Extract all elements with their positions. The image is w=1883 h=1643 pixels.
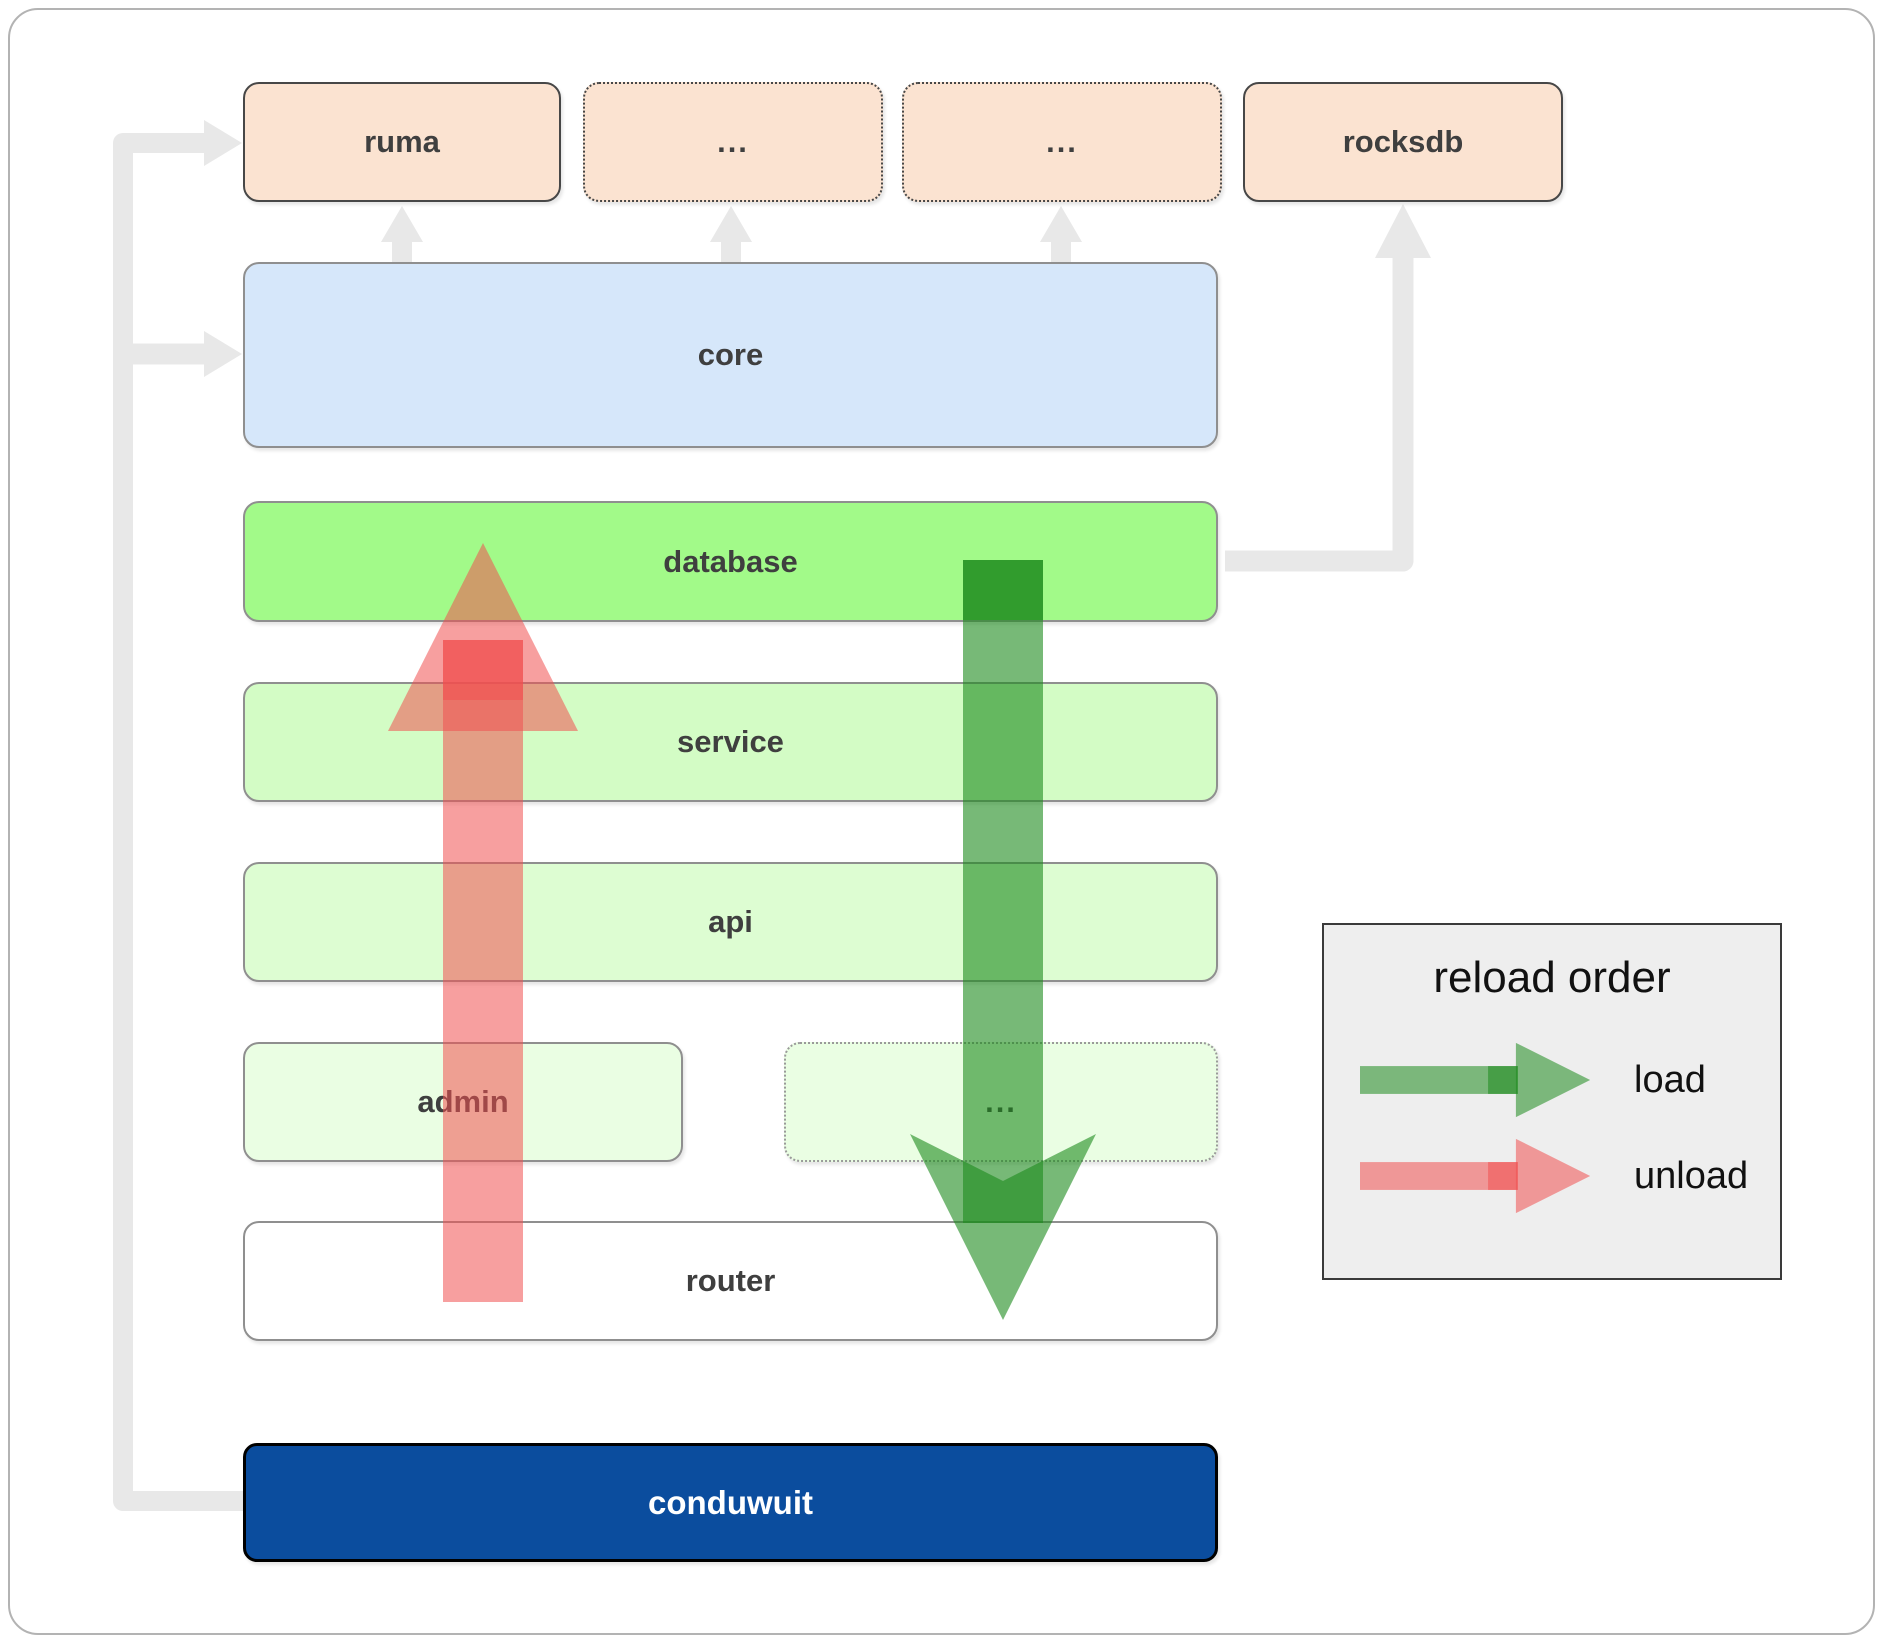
arrowhead-into-ruma-icon bbox=[204, 120, 242, 166]
arrowhead-into-core-icon bbox=[204, 331, 242, 377]
box-api-label: api bbox=[708, 904, 753, 939]
box-core: core bbox=[243, 262, 1218, 448]
box-api: api bbox=[243, 862, 1218, 982]
box-conduwuit-label: conduwuit bbox=[648, 1483, 813, 1521]
box-top-dots-2-label: ... bbox=[1046, 124, 1078, 159]
box-admin: admin bbox=[243, 1042, 683, 1162]
box-admin-dots-label: ... bbox=[985, 1084, 1017, 1119]
connector-database-to-rocksdb bbox=[1225, 252, 1414, 572]
box-database: database bbox=[243, 501, 1218, 622]
connector-conduwuit-to-ruma bbox=[113, 133, 243, 1511]
page-border bbox=[8, 8, 1875, 1635]
box-top-dots-1-label: ... bbox=[717, 124, 749, 159]
arrowhead-core-ruma-icon bbox=[381, 206, 423, 242]
legend-unload-label: unload bbox=[1634, 1154, 1749, 1197]
load-arrow-icon bbox=[1360, 1042, 1591, 1118]
box-ruma-label: ruma bbox=[364, 124, 440, 159]
legend: reload order load unload bbox=[1322, 923, 1782, 1280]
unload-arrow-icon bbox=[1360, 1138, 1591, 1214]
box-admin-dots: ... bbox=[784, 1042, 1218, 1162]
box-ruma: ruma bbox=[243, 82, 561, 202]
legend-row-load: load bbox=[1360, 1038, 1706, 1122]
box-conduwuit: conduwuit bbox=[243, 1443, 1218, 1562]
box-router-label: router bbox=[685, 1263, 776, 1298]
box-service-label: service bbox=[677, 724, 784, 759]
box-rocksdb-label: rocksdb bbox=[1342, 124, 1464, 159]
box-core-label: core bbox=[697, 337, 764, 372]
arrowhead-into-rocksdb-icon bbox=[1375, 204, 1431, 258]
legend-load-label: load bbox=[1634, 1058, 1706, 1101]
box-top-dots-2: ... bbox=[902, 82, 1222, 202]
box-router: router bbox=[243, 1221, 1218, 1341]
box-admin-label: admin bbox=[417, 1084, 509, 1119]
box-service: service bbox=[243, 682, 1218, 802]
legend-row-unload: unload bbox=[1360, 1134, 1748, 1218]
box-top-dots-1: ... bbox=[583, 82, 883, 202]
arrowhead-core-dots1-icon bbox=[710, 206, 752, 242]
box-database-label: database bbox=[663, 543, 798, 579]
legend-title: reload order bbox=[1433, 953, 1671, 1002]
arrowhead-core-dots2-icon bbox=[1040, 206, 1082, 242]
box-rocksdb: rocksdb bbox=[1243, 82, 1563, 202]
